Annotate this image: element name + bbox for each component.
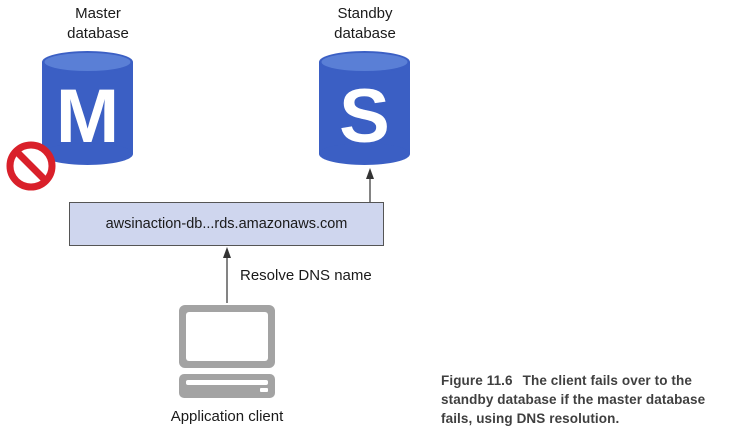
standby-database-icon: S xyxy=(319,51,410,165)
figure-number: Figure 11.6 xyxy=(441,373,513,388)
computer-icon xyxy=(179,305,275,398)
standby-letter: S xyxy=(339,74,390,159)
dns-hostname: awsinaction-db...rds.amazonaws.com xyxy=(105,216,348,232)
application-client-label: Application client xyxy=(170,408,284,425)
arrow-client-to-dns xyxy=(223,247,231,303)
caption-line-1: The client fails over to the xyxy=(522,373,692,388)
caption-line-3: fails, using DNS resolution. xyxy=(441,411,620,426)
caption-line-2: standby database if the master database xyxy=(441,392,706,407)
standby-database-label: Standby database xyxy=(334,5,396,42)
master-database-icon: M xyxy=(42,51,133,165)
master-letter: M xyxy=(56,74,119,159)
dns-endpoint-box: awsinaction-db...rds.amazonaws.com xyxy=(69,202,384,246)
resolve-dns-label: Resolve DNS name xyxy=(240,267,372,284)
prohibited-icon xyxy=(6,141,56,191)
arrow-dns-to-standby xyxy=(366,168,374,202)
master-database-label: Master database xyxy=(67,5,129,42)
